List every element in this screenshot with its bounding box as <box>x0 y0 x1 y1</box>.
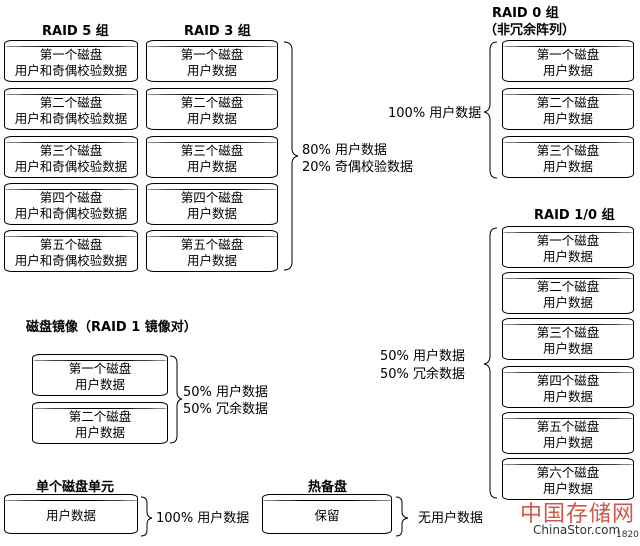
raid0-title: RAID 0 组 <box>492 6 559 21</box>
disk-label: 第一个磁盘 <box>536 47 600 62</box>
hot-spare-annotation: 无用户数据 <box>418 511 484 526</box>
raid10-disk-2: 第二个磁盘 用户数据 <box>502 272 634 314</box>
raid3-brace <box>283 41 299 271</box>
raid0-brace <box>483 41 498 179</box>
disk-content: 用户数据 <box>542 249 593 264</box>
disk-content: 用户数据 <box>186 206 237 221</box>
disk-label: 第四个磁盘 <box>180 190 244 205</box>
disk-content: 用户数据 <box>186 63 237 78</box>
disk-label: 第三个磁盘 <box>39 143 103 158</box>
raid0-subtitle: （非冗余阵列） <box>484 23 576 38</box>
disk-content: 用户和奇偶校验数据 <box>14 111 128 126</box>
disk-label: 第三个磁盘 <box>180 143 244 158</box>
watermark-site: ChinaStor.com <box>533 523 621 537</box>
disk-content: 用户数据 <box>542 159 593 174</box>
disk-label: 第六个磁盘 <box>536 465 600 480</box>
raid3-parity-annotation: 20% 奇偶校验数据 <box>302 160 414 175</box>
raid5-disk-4: 第四个磁盘 用户和奇偶校验数据 <box>4 183 138 225</box>
mirror-redundant-annotation: 50% 冗余数据 <box>183 402 269 417</box>
mirror-title: 磁盘镜像（RAID 1 镜像对） <box>26 320 197 335</box>
disk-content: 用户数据 <box>74 425 125 440</box>
raid5-disk-1: 第一个磁盘 用户和奇偶校验数据 <box>4 40 138 82</box>
disk-label: 第二个磁盘 <box>68 409 132 424</box>
single-disk-brace <box>140 496 153 537</box>
disk-label: 第四个磁盘 <box>39 190 103 205</box>
disk-content: 用户数据 <box>186 253 237 268</box>
raid10-disk-3: 第三个磁盘 用户数据 <box>502 318 634 360</box>
disk-content: 用户和奇偶校验数据 <box>14 253 128 268</box>
mirror-brace <box>169 355 183 444</box>
disk-label: 第三个磁盘 <box>536 143 600 158</box>
disk-content: 用户数据 <box>542 63 593 78</box>
raid3-title: RAID 3 组 <box>184 24 251 39</box>
single-disk-title: 单个磁盘单元 <box>36 480 115 495</box>
disk-content: 用户数据 <box>186 111 237 126</box>
disk-label: 第一个磁盘 <box>536 233 600 248</box>
disk-content: 用户数据 <box>542 295 593 310</box>
mirror-user-annotation: 50% 用户数据 <box>183 385 269 400</box>
hot-spare-brace <box>395 496 409 537</box>
raid3-disk-1: 第一个磁盘 用户数据 <box>146 40 278 82</box>
raid10-disk-5: 第五个磁盘 用户数据 <box>502 412 634 454</box>
raid10-disk-6: 第六个磁盘 用户数据 <box>502 458 634 500</box>
hot-spare-disk: 保留 <box>262 494 392 534</box>
figure-number: 1820 <box>616 530 639 540</box>
single-disk-annotation: 100% 用户数据 <box>156 511 250 526</box>
disk-content: 用户数据 <box>186 159 237 174</box>
raid3-disk-3: 第三个磁盘 用户数据 <box>146 136 278 178</box>
raid5-disk-2: 第二个磁盘 用户和奇偶校验数据 <box>4 88 138 130</box>
disk-label: 第二个磁盘 <box>39 95 103 110</box>
raid0-annotation: 100% 用户数据 <box>388 106 482 121</box>
raid5-disk-5: 第五个磁盘 用户和奇偶校验数据 <box>4 230 138 272</box>
raid5-title: RAID 5 组 <box>42 24 109 39</box>
disk-content: 用户和奇偶校验数据 <box>14 63 128 78</box>
disk-content: 用户数据 <box>74 377 125 392</box>
disk-label: 第五个磁盘 <box>39 237 103 252</box>
raid0-disk-3: 第三个磁盘 用户数据 <box>502 136 634 178</box>
disk-label: 第二个磁盘 <box>536 279 600 294</box>
disk-label: 第五个磁盘 <box>180 237 244 252</box>
mirror-disk-1: 第一个磁盘 用户数据 <box>32 354 168 396</box>
disk-label: 第二个磁盘 <box>536 95 600 110</box>
disk-content: 用户数据 <box>542 389 593 404</box>
disk-content: 用户和奇偶校验数据 <box>14 159 128 174</box>
raid3-disk-4: 第四个磁盘 用户数据 <box>146 183 278 225</box>
raid10-title: RAID 1/0 组 <box>534 208 615 223</box>
single-disk: 用户数据 <box>4 494 138 534</box>
disk-label: 第一个磁盘 <box>180 47 244 62</box>
disk-content: 用户数据 <box>45 508 96 523</box>
disk-content: 用户数据 <box>542 341 593 356</box>
raid3-disk-2: 第二个磁盘 用户数据 <box>146 88 278 130</box>
raid10-redundant-annotation: 50% 冗余数据 <box>380 367 466 382</box>
disk-content: 用户数据 <box>542 111 593 126</box>
disk-label: 第二个磁盘 <box>180 95 244 110</box>
disk-label: 第一个磁盘 <box>39 47 103 62</box>
disk-label: 第四个磁盘 <box>536 373 600 388</box>
disk-content: 用户数据 <box>542 435 593 450</box>
raid5-disk-3: 第三个磁盘 用户和奇偶校验数据 <box>4 136 138 178</box>
disk-content: 保留 <box>314 508 340 523</box>
raid10-disk-4: 第四个磁盘 用户数据 <box>502 366 634 408</box>
disk-content: 用户和奇偶校验数据 <box>14 206 128 221</box>
raid3-user-annotation: 80% 用户数据 <box>302 143 388 158</box>
disk-label: 第三个磁盘 <box>536 325 600 340</box>
mirror-disk-2: 第二个磁盘 用户数据 <box>32 402 168 444</box>
raid10-disk-1: 第一个磁盘 用户数据 <box>502 226 634 268</box>
disk-label: 第五个磁盘 <box>536 419 600 434</box>
raid10-user-annotation: 50% 用户数据 <box>380 349 466 364</box>
raid3-disk-5: 第五个磁盘 用户数据 <box>146 230 278 272</box>
disk-label: 第一个磁盘 <box>68 361 132 376</box>
raid0-disk-2: 第二个磁盘 用户数据 <box>502 88 634 130</box>
raid0-disk-1: 第一个磁盘 用户数据 <box>502 40 634 82</box>
watermark-chinese: 中国存储网 <box>520 502 636 527</box>
raid10-brace <box>483 227 498 499</box>
disk-content: 用户数据 <box>542 481 593 496</box>
hot-spare-title: 热备盘 <box>308 480 348 495</box>
